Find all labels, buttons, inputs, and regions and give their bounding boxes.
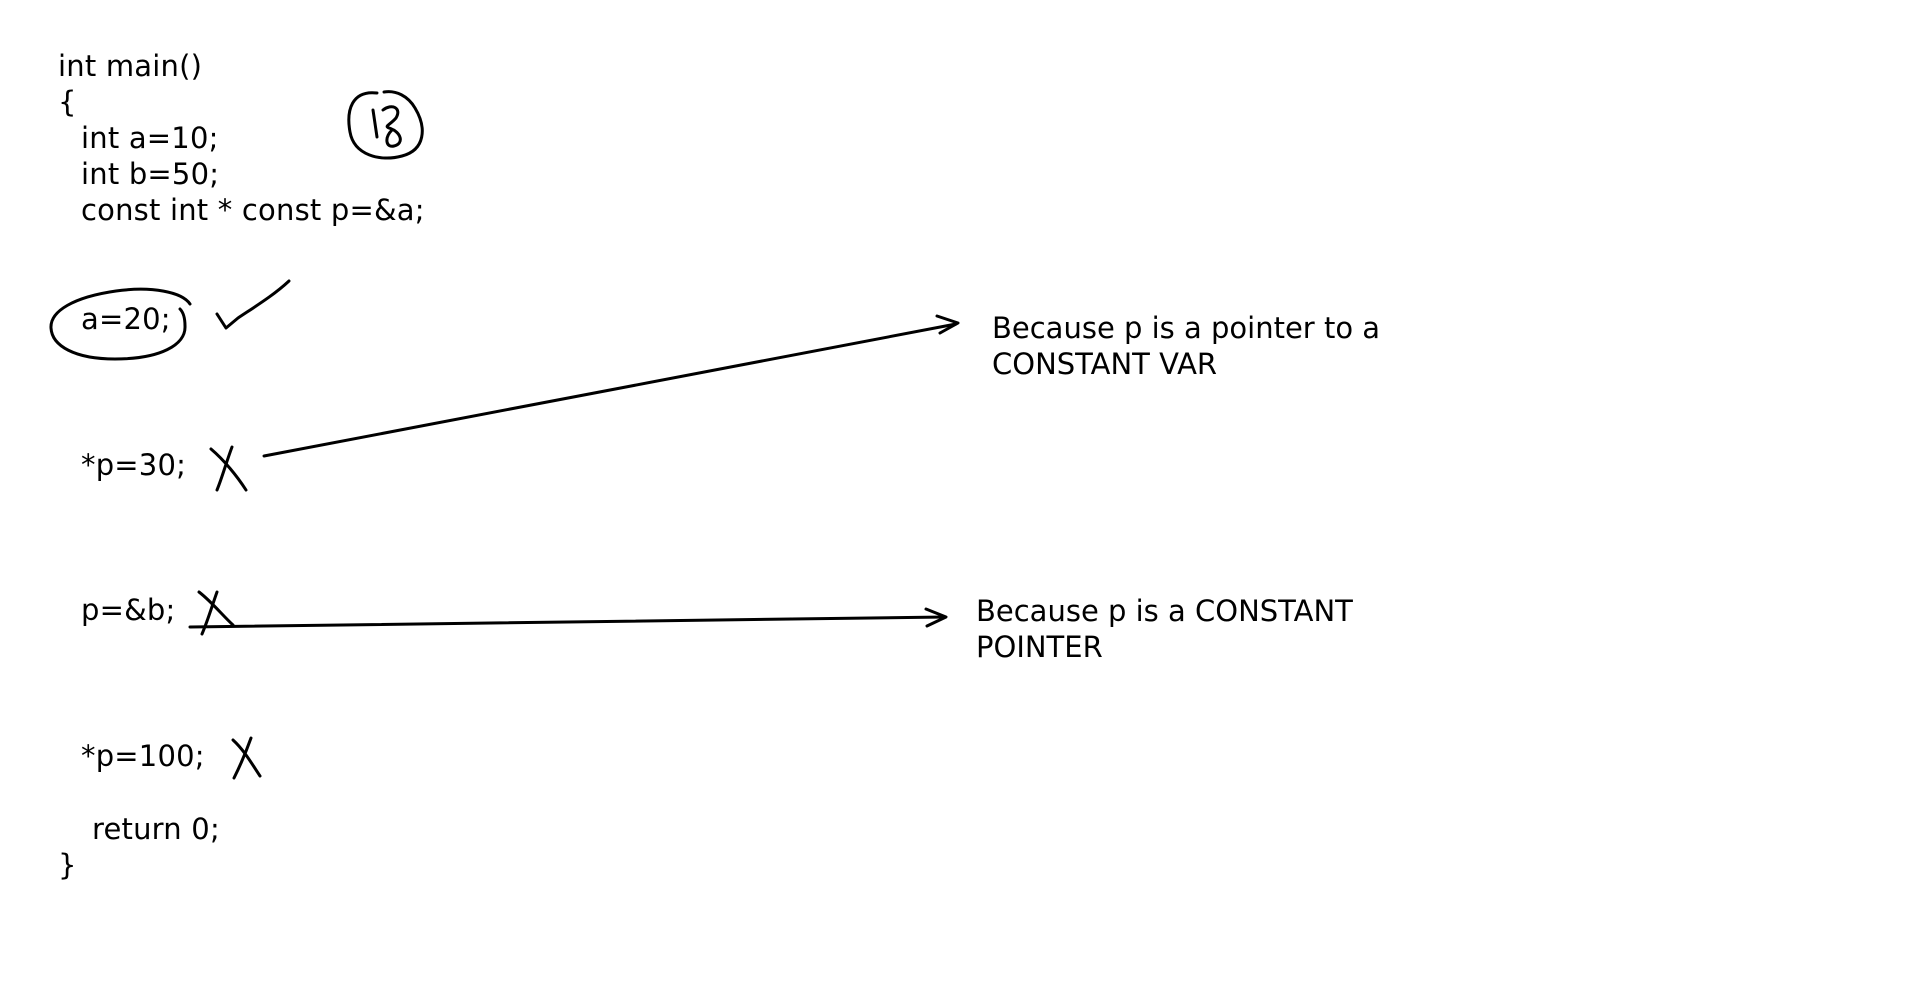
code-line-assign-p: p=&b; [81,593,176,627]
cross-icon [209,445,248,492]
check-icon [215,279,291,330]
arrowhead-icon [924,607,948,628]
arrow-to-constant-pointer-note [188,615,947,629]
code-line-deref-30: *p=30; [81,448,187,482]
number-circle-icon [347,90,424,160]
code-line-int-a: int a=10; [81,121,219,155]
note-pointer-to-constant-line1: Because p is a pointer to a [992,311,1381,345]
code-line-main: int main() [58,49,203,83]
code-line-assign-a: a=20; [81,302,171,336]
note-constant-pointer-line2: POINTER [976,630,1103,664]
code-line-deref-100: *p=100; [81,739,205,773]
code-line-return: return 0; [92,812,220,846]
cross-icon [231,736,262,780]
handwritten-digit-eight [381,105,402,148]
code-line-open-brace: { [58,85,77,119]
handwritten-digit-one [371,108,379,139]
code-line-int-b: int b=50; [81,157,220,191]
code-line-close-brace: } [58,848,77,882]
note-constant-pointer-line1: Because p is a CONSTANT [976,594,1353,628]
arrowhead-icon [935,314,960,335]
note-pointer-to-constant-line2: CONSTANT VAR [992,347,1218,381]
cross-icon [197,590,235,636]
arrow-to-pointer-to-constant-note [262,322,958,458]
code-line-const-pointer: const int * const p=&a; [81,193,425,227]
circled-number-annotation [347,90,424,160]
